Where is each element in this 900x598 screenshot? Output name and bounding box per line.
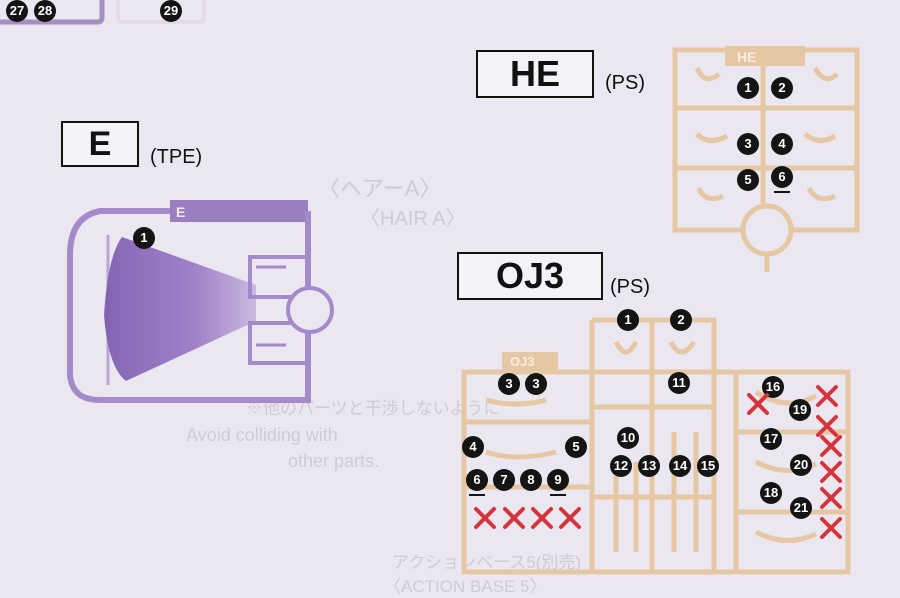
runner-he-part-1: 1 — [737, 77, 759, 99]
bg-action-en: 〈ACTION BASE 5〉 — [384, 577, 547, 596]
runner-e-code: E — [88, 125, 112, 163]
runner-oj3-part-7: 7 — [493, 469, 515, 491]
runner-e-frame: E — [67, 200, 334, 403]
runner-oj3-part-6: 6 — [466, 469, 488, 496]
runner-oj3-part-14: 14 — [669, 455, 691, 477]
unused-x-icon — [820, 435, 842, 457]
runner-oj3-part-5: 5 — [565, 436, 587, 458]
runner-oj3-frame: OJ3 — [461, 317, 851, 575]
unused-x-icon — [816, 415, 838, 437]
top-number-29: 29 — [160, 0, 182, 22]
runner-oj3-material: (PS) — [610, 276, 650, 298]
runner-oj3-part-15: 15 — [697, 455, 719, 477]
runner-oj3-part-2: 2 — [670, 309, 692, 331]
runner-he-frame: HE — [672, 46, 860, 272]
runner-oj3-part-20: 20 — [790, 454, 812, 476]
runner-he-code: HE — [509, 53, 560, 94]
runner-oj3-part-21: 21 — [790, 497, 812, 519]
runner-oj3-part-4: 4 — [462, 436, 484, 458]
bg-avoid-jp: ※他のパーツと干渉しないように — [246, 399, 501, 418]
runner-he-tag: HE — [737, 49, 756, 65]
unused-x-icon — [820, 517, 842, 539]
runner-he-part-4: 4 — [771, 133, 793, 155]
runner-oj3-part-11: 11 — [668, 372, 690, 394]
runner-he-code-box: HE — [476, 50, 594, 98]
runner-oj3-part-18: 18 — [760, 482, 782, 504]
runner-oj3-part-17: 17 — [760, 428, 782, 450]
runner-he-part-2: 2 — [771, 77, 793, 99]
runner-oj3-part-1: 1 — [617, 309, 639, 331]
runner-oj3-part-10: 10 — [617, 427, 639, 449]
unused-x-icon — [474, 507, 496, 529]
runner-oj3-part-3b: 3 — [525, 373, 547, 395]
unused-x-icon — [531, 507, 553, 529]
runner-oj3-part-3a: 3 — [498, 373, 520, 395]
unused-x-icon — [816, 385, 838, 407]
runner-oj3-part-9: 9 — [547, 469, 569, 496]
runner-oj3-part-12: 12 — [610, 455, 632, 477]
bg-hair-jp: 〈ヘアーA〉 — [318, 176, 442, 201]
bg-avoid-en-2: other parts. — [288, 451, 380, 471]
unused-x-icon — [747, 393, 769, 415]
unused-x-icon — [503, 507, 525, 529]
bg-avoid-en-1: Avoid colliding with — [186, 425, 338, 445]
runner-oj3-tag: OJ3 — [510, 354, 535, 369]
runner-e-material: (TPE) — [150, 146, 203, 168]
runner-he-material: (PS) — [605, 72, 645, 94]
runner-oj3-part-16: 16 — [762, 376, 784, 398]
runner-e-tag: E — [176, 204, 185, 220]
bg-action-jp: アクションベース5(別売) — [392, 553, 582, 572]
runner-oj3-code: OJ3 — [495, 255, 565, 296]
unused-x-icon — [820, 487, 842, 509]
unused-x-icon — [559, 507, 581, 529]
runner-he-part-6: 6 — [771, 166, 793, 193]
runner-he-part-3: 3 — [737, 133, 759, 155]
runner-oj3-part-13: 13 — [638, 455, 660, 477]
unused-x-icon — [820, 461, 842, 483]
runner-oj3-code-box: OJ3 — [457, 252, 603, 300]
runner-e-part-1: 1 — [133, 227, 155, 249]
runner-oj3-part-8: 8 — [520, 469, 542, 491]
runner-oj3-part-19: 19 — [789, 399, 811, 421]
runner-he-part-5: 5 — [737, 169, 759, 191]
top-number-27: 27 — [6, 0, 28, 22]
runner-e-code-box: E — [61, 121, 139, 167]
top-number-28: 28 — [34, 0, 56, 22]
bg-hair-en: 〈HAIR A〉 — [360, 208, 466, 230]
top-strip-runners — [0, 0, 206, 25]
